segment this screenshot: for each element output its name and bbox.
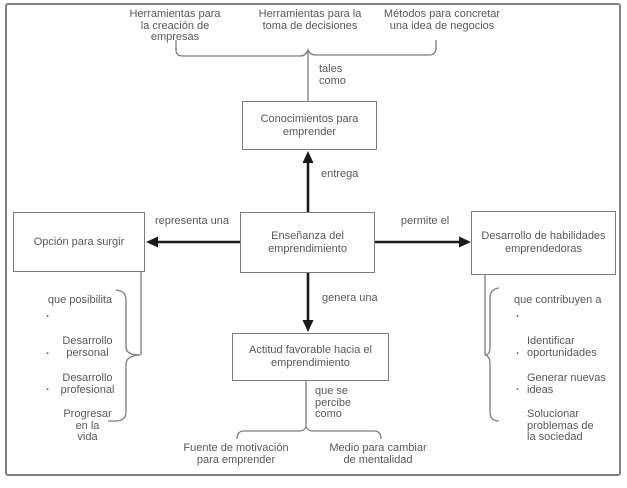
list-item: · Identificar oportunidades bbox=[516, 311, 606, 371]
list-item-label: Generar nuevas ideas bbox=[527, 372, 606, 396]
label-fuente-motivacion: Fuente de motivación para emprender bbox=[183, 442, 289, 466]
node-ensenanza-label: Enseñanza del emprendimiento bbox=[268, 229, 347, 255]
label-metodos-idea-negocios: Métodos para concretar una idea de negoc… bbox=[383, 8, 501, 32]
bullet-icon: · bbox=[46, 384, 50, 396]
node-desarrollo: Desarrollo de habilidades emprendedoras bbox=[471, 211, 616, 275]
edge-label-entrega: entrega bbox=[321, 168, 359, 180]
edge-label-representa-una: representa una bbox=[155, 215, 229, 227]
node-desarrollo-label: Desarrollo de habilidades emprendedoras bbox=[481, 230, 606, 255]
permite-arrowhead-icon bbox=[459, 236, 471, 248]
edge-label-tales-como: tales como bbox=[319, 63, 346, 87]
representa-arrowhead-icon bbox=[146, 236, 158, 248]
list-item: · Desarrollo personal bbox=[46, 311, 118, 371]
list-item: · Desarrollo profesional bbox=[46, 348, 118, 408]
node-conocimientos-label: Conocimientos para emprender bbox=[260, 112, 359, 138]
edge-label-genera-una: genera una bbox=[322, 292, 378, 304]
list-item: · Progresar en la vida bbox=[46, 384, 118, 455]
list-item-label: Identificar oportunidades bbox=[527, 335, 597, 359]
genera-arrowhead-icon bbox=[302, 320, 314, 332]
label-medio-cambiar: Medio para cambiar de mentalidad bbox=[329, 442, 427, 466]
label-herramientas-decisiones: Herramientas para la toma de decisiones bbox=[258, 8, 362, 32]
list-item: · Generar nuevas ideas bbox=[516, 348, 610, 408]
left-brace bbox=[108, 289, 141, 422]
node-opcion-label: Opción para surgir bbox=[33, 235, 125, 248]
node-opcion: Opción para surgir bbox=[13, 212, 145, 272]
right-list-intro: que contribuyen a bbox=[514, 294, 602, 306]
bullet-icon: · bbox=[516, 311, 520, 323]
list-item-label: Desarrollo profesional bbox=[60, 372, 115, 396]
left-list-intro: que posibilita bbox=[47, 294, 113, 306]
bullet-icon: · bbox=[46, 311, 50, 323]
node-actitud-label: Actitud favorable hacia el emprendimient… bbox=[249, 344, 372, 369]
bullet-icon: · bbox=[516, 348, 520, 360]
list-item-label: Desarrollo personal bbox=[62, 335, 113, 359]
entrega-arrowhead-icon bbox=[302, 151, 314, 163]
bullet-icon: · bbox=[516, 384, 520, 396]
node-ensenanza: Enseñanza del emprendimiento bbox=[240, 212, 375, 273]
node-conocimientos: Conocimientos para emprender bbox=[242, 101, 377, 150]
label-herramientas-creacion: Herramientas para la creación de empresa… bbox=[129, 8, 221, 43]
node-actitud: Actitud favorable hacia el emprendimient… bbox=[232, 333, 389, 381]
edge-label-que-se-percibe-como: que se percibe como bbox=[315, 385, 352, 420]
bottom-bracket-line bbox=[236, 425, 382, 440]
list-item: · Solucionar problemas de la sociedad bbox=[516, 384, 610, 455]
list-item-label: Solucionar problemas de la sociedad bbox=[527, 408, 594, 443]
edge-label-permite-el: permite el bbox=[400, 215, 450, 227]
bullet-icon: · bbox=[46, 348, 50, 360]
list-item-label: Progresar en la vida bbox=[63, 408, 112, 443]
right-brace bbox=[484, 287, 500, 422]
